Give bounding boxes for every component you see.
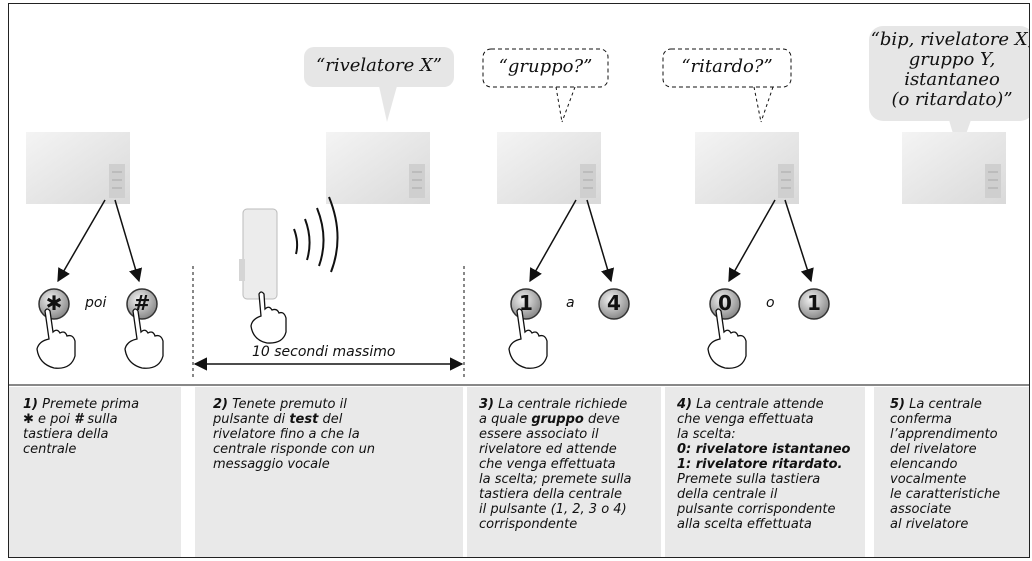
- step3-text: 3) La centrale richiede a quale gruppo d…: [479, 397, 661, 532]
- speech-confirm-line1: “bip, rivelatore X,: [870, 29, 1030, 50]
- step5-line9: al rivelatore: [890, 517, 969, 532]
- arrows-step1: [57, 199, 143, 283]
- step5-box: [874, 387, 1029, 557]
- connector-a: a: [566, 295, 575, 311]
- control-panel-2: [326, 132, 430, 204]
- step5-line8: associate: [890, 502, 952, 517]
- step3-line4: rivelatore ed attende: [479, 442, 617, 457]
- step3-line9: corrispondente: [479, 517, 578, 532]
- step4-line1: La centrale attende: [696, 397, 824, 412]
- speech-confirm-line4: (o ritardato)”: [891, 89, 1013, 110]
- step4-box: [665, 387, 865, 557]
- step4-option0: 0: rivelatore istantaneo: [677, 442, 851, 457]
- step2-line4: centrale risponde con un: [213, 442, 376, 457]
- step2-bold: test: [289, 412, 319, 427]
- hand-icon-4: [707, 308, 747, 369]
- key-0-label: 0: [718, 291, 732, 315]
- step1-line2b: sulla: [87, 412, 118, 427]
- hand-icon-3: [508, 308, 548, 369]
- step4-option1: 1: rivelatore ritardato.: [677, 457, 843, 472]
- step4-text: 4) La centrale attende che venga effettu…: [677, 397, 865, 532]
- step3-line8: il pulsante (1, 2, 3 o 4): [479, 502, 627, 517]
- step3-box: [467, 387, 661, 557]
- step5-line5: elencando: [890, 457, 958, 472]
- hand-icon-2: [124, 308, 164, 369]
- step5-line7: le caratteristiche: [890, 487, 1001, 502]
- step4-line8: pulsante corrispondente: [677, 502, 836, 517]
- step1-line3: tastiera della: [23, 427, 109, 442]
- step4-line2: che venga effettuata: [677, 412, 814, 427]
- connector-o: o: [766, 295, 775, 311]
- step1-line1: Premete prima: [42, 397, 140, 412]
- control-panel-1: [26, 132, 130, 204]
- detector-device: [239, 208, 278, 300]
- step4-line6: Premete sulla tastiera: [677, 472, 821, 487]
- step2-num: 2): [213, 397, 228, 412]
- step5-text: 5) La centrale conferma l’apprendimento …: [890, 397, 1029, 532]
- step2-line3: rivelatore fino a che la: [213, 427, 360, 442]
- step2-line2b: del: [322, 412, 343, 427]
- step1-line4: centrale: [23, 442, 77, 457]
- step1-text: 1) Premete prima ✱ e poi # sulla tastier…: [23, 397, 179, 457]
- speech-bubble-group: [482, 48, 609, 123]
- step3-line1: La centrale richiede: [498, 397, 628, 412]
- speech-text-group: “gruppo?”: [498, 56, 593, 77]
- control-panel-5: [902, 132, 1006, 204]
- speech-text-confirm: “bip, rivelatore X, gruppo Y, istantaneo…: [867, 29, 1030, 110]
- speech-bubble-detector: [304, 47, 454, 122]
- step3-line2a: a quale: [479, 412, 528, 427]
- key-1-label: 1: [519, 291, 533, 315]
- key-hash-label: #: [133, 291, 151, 315]
- step5-line3: l’apprendimento: [890, 427, 998, 442]
- step3-num: 3): [479, 397, 494, 412]
- timer-range: [192, 266, 465, 379]
- arrows-step4: [728, 199, 814, 283]
- control-panel-4: [695, 132, 799, 204]
- step3-bold: gruppo: [531, 412, 584, 427]
- connector-poi: poi: [85, 295, 107, 311]
- step4-num: 4): [677, 397, 692, 412]
- speech-text-detector: “rivelatore X”: [316, 55, 442, 76]
- step5-line4: del rivelatore: [890, 442, 977, 457]
- step5-num: 5): [890, 397, 905, 412]
- step2-box: [195, 387, 463, 557]
- key-4-label: 4: [607, 291, 621, 315]
- timer-label: 10 secondi massimo: [249, 344, 399, 360]
- key-1b-label: 1: [807, 291, 821, 315]
- step3-line2b: deve: [587, 412, 620, 427]
- step3-line7: tastiera della centrale: [479, 487, 622, 502]
- step1-box: [9, 387, 181, 557]
- hand-icon-detector: [250, 291, 287, 344]
- speech-text-delay: “ritardo?”: [681, 56, 773, 77]
- step1-line2a: e poi: [38, 412, 70, 427]
- speech-confirm-line3: istantaneo: [904, 69, 1000, 90]
- step2-text: 2) Tenete premuto il pulsante di test de…: [213, 397, 459, 472]
- step5-line6: vocalmente: [890, 472, 967, 487]
- step5-line1: La centrale: [909, 397, 982, 412]
- arrows-step3: [529, 199, 615, 283]
- hand-icon-1: [36, 308, 76, 369]
- step2-line5: messaggio vocale: [213, 457, 330, 472]
- step1-num: 1): [23, 397, 38, 412]
- control-panel-3: [497, 132, 601, 204]
- speech-confirm-line2: gruppo Y,: [908, 49, 996, 70]
- step4-line9: alla scelta effettuata: [677, 517, 812, 532]
- wireless-waves-icon: [293, 196, 339, 273]
- step1-hash: #: [74, 412, 84, 427]
- step5-line2: conferma: [890, 412, 952, 427]
- diagram-artwork: [9, 26, 1029, 386]
- key-star-label: ✱: [45, 291, 63, 315]
- step2-line1: Tenete premuto il: [232, 397, 347, 412]
- step3-line3: essere associato il: [479, 427, 599, 442]
- step1-star: ✱: [23, 412, 34, 427]
- step3-line6: la scelta; premete sulla: [479, 472, 632, 487]
- diagram-frame: “rivelatore X” “gruppo?” “ritardo?” “bip…: [8, 3, 1030, 558]
- key-1b-circle: [798, 288, 830, 320]
- step4-line3: la scelta:: [677, 427, 736, 442]
- step3-line5: che venga effettuata: [479, 457, 616, 472]
- speech-bubble-delay: [662, 48, 792, 123]
- key-4-circle: [598, 288, 630, 320]
- step2-line2a: pulsante di: [213, 412, 286, 427]
- step4-line7: della centrale il: [677, 487, 778, 502]
